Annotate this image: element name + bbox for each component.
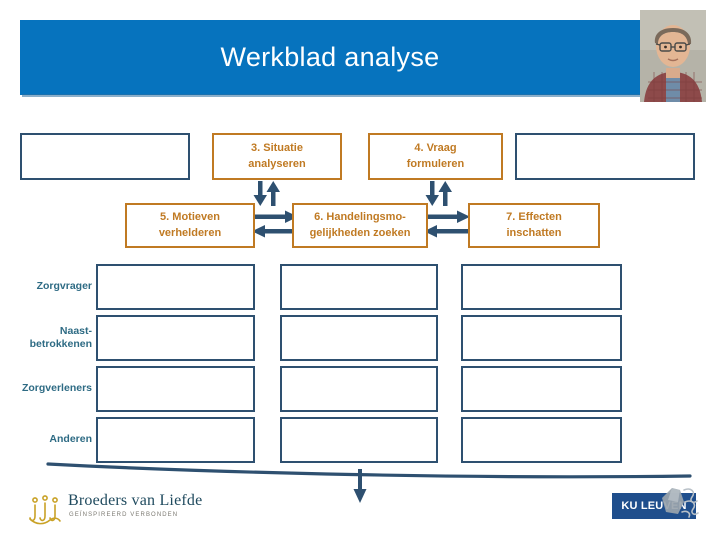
portrait-photo: [640, 10, 706, 102]
row-label-zorgverleners: Zorgverleners: [21, 382, 92, 395]
box-step-7-line1: 7. Effecten: [506, 210, 562, 223]
box-step-5-line1: 5. Motieven: [160, 210, 220, 223]
box-step-6[interactable]: 6. Handelingsmo- gelijkheden zoeken: [292, 203, 428, 248]
box-step-7-line2: inschatten: [506, 226, 562, 239]
table-row-2-cell-2[interactable]: [280, 315, 438, 361]
broeders-mark-icon: [28, 494, 62, 526]
table-row-4-cell-2[interactable]: [280, 417, 438, 463]
box-step-6-line1: 6. Handelingsmo-: [314, 210, 406, 223]
box-step-3-line1: 3. Situatie: [251, 141, 303, 154]
arrows-right: [424, 181, 480, 245]
table-row-3-cell-2[interactable]: [280, 366, 438, 412]
box-blank-right[interactable]: [515, 133, 695, 180]
table-row-1-cell-2[interactable]: [280, 264, 438, 310]
box-step-4-line1: 4. Vraag: [414, 141, 457, 154]
flow-connector: [0, 455, 720, 540]
box-step-3-line2: analyseren: [248, 157, 306, 170]
page-title: Werkblad analyse: [220, 42, 440, 72]
row-label-naastbetrokkenen: Naast- betrokkenen: [29, 324, 92, 350]
title-banner-shadow: [22, 94, 642, 97]
box-blank-left[interactable]: [20, 133, 190, 180]
box-step-7[interactable]: 7. Effecten inschatten: [468, 203, 600, 248]
table-row-3-cell-1[interactable]: [96, 366, 255, 412]
arrows-left: [252, 181, 308, 245]
table-row-2-cell-3[interactable]: [461, 315, 622, 361]
broeders-tagline: GEÏNSPIREERD VERBONDEN: [69, 512, 179, 518]
kuleuven-emblem-icon: [658, 484, 702, 520]
table-row-1-cell-3[interactable]: [461, 264, 622, 310]
table-row-3-cell-3[interactable]: [461, 366, 622, 412]
box-step-4[interactable]: 4. Vraag formuleren: [368, 133, 503, 180]
table-row-2-cell-1[interactable]: [96, 315, 255, 361]
box-step-4-line2: formuleren: [406, 157, 465, 170]
row-label-anderen: Anderen: [49, 433, 92, 446]
broeders-name: Broeders van Liefde: [68, 492, 203, 509]
box-step-3[interactable]: 3. Situatie analyseren: [212, 133, 342, 180]
box-step-6-line2: gelijkheden zoeken: [309, 226, 411, 239]
row-label-zorgvrager: Zorgvrager: [36, 280, 92, 293]
title-banner: Werkblad analyse: [20, 20, 640, 95]
table-row-1-cell-1[interactable]: [96, 264, 255, 310]
box-step-5[interactable]: 5. Motieven verhelderen: [125, 203, 255, 248]
logo-ku-leuven: KU LEUVEN: [612, 488, 699, 519]
logo-broeders-van-liefde: Broeders van Liefde GEÏNSPIREERD VERBOND…: [28, 492, 238, 528]
box-step-5-line2: verhelderen: [158, 226, 222, 239]
table-row-4-cell-1[interactable]: [96, 417, 255, 463]
table-row-4-cell-3[interactable]: [461, 417, 622, 463]
